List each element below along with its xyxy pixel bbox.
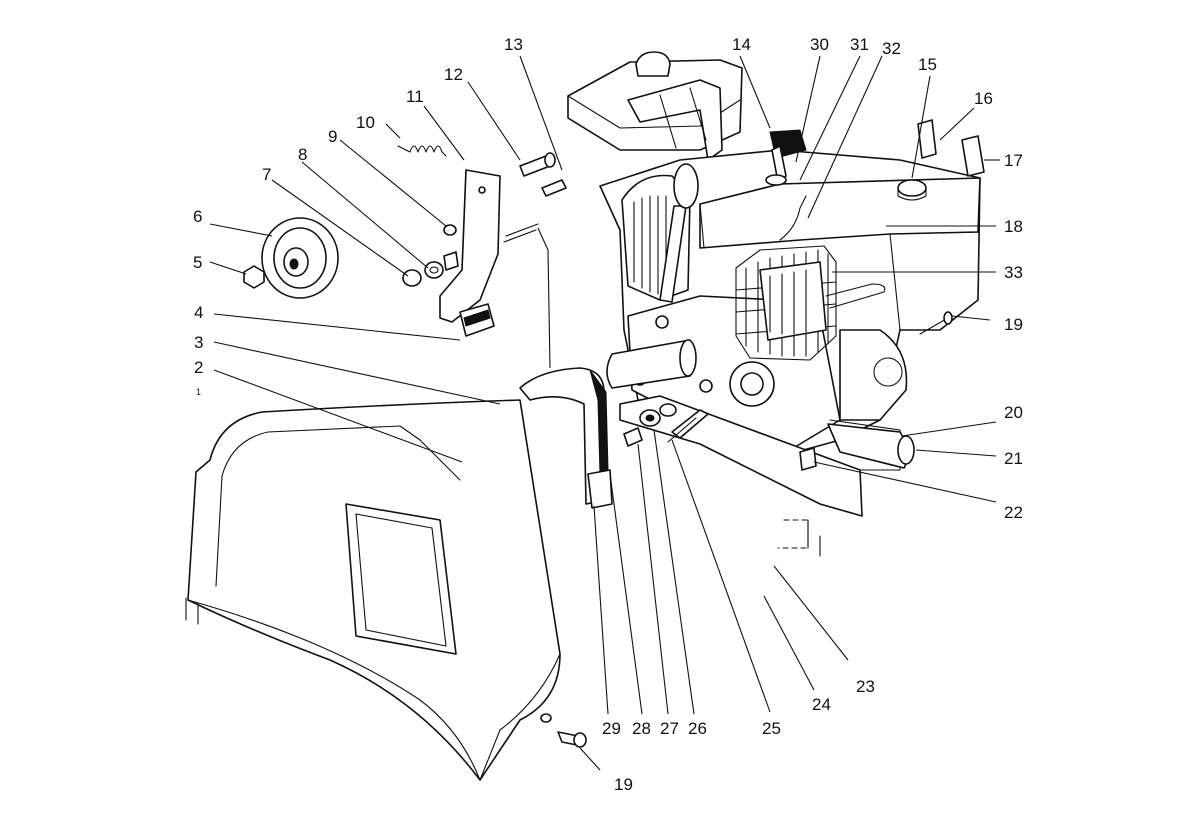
- callout-6: 6: [193, 207, 202, 226]
- callout-7: 7: [262, 165, 271, 184]
- bolt-19-bottom: [557, 731, 587, 748]
- callout-21: 21: [1004, 449, 1023, 468]
- callout-5: 5: [193, 253, 202, 272]
- callout-9: 9: [328, 127, 337, 146]
- pulley-assembly: [261, 217, 339, 299]
- callout-8: 8: [298, 145, 307, 164]
- callout-13: 13: [504, 35, 523, 54]
- callout-23: 23: [856, 677, 875, 696]
- callout-25: 25: [762, 719, 781, 738]
- callout-29: 29: [602, 719, 621, 738]
- callout-15: 15: [918, 55, 937, 74]
- decal-17: [961, 135, 985, 177]
- callout-18: 18: [1004, 217, 1023, 236]
- decal-16: [917, 119, 937, 159]
- callout-14: 14: [732, 35, 751, 54]
- engine-assembly: [567, 51, 981, 557]
- idler-bracket-11: [439, 169, 501, 337]
- callout-numbers: 1 2 3 4 5 6 7 8 9 10 11 12 13 14 30 31 3…: [193, 35, 1023, 794]
- callout-24: 24: [812, 695, 831, 714]
- spring-10: [397, 145, 447, 157]
- nut-5: [243, 265, 265, 289]
- callout-31: 31: [850, 35, 869, 54]
- callout-20: 20: [1004, 403, 1023, 422]
- bolts-12-13: [503, 152, 567, 243]
- pulley-guide-line: [537, 227, 551, 369]
- washer-7-8: [402, 261, 444, 287]
- callout-17: 17: [1004, 151, 1023, 170]
- belt-cover: [185, 399, 561, 781]
- shift-arm-parts: [623, 403, 709, 447]
- callout-27: 27: [660, 719, 679, 738]
- spacer-9: [443, 224, 457, 236]
- callout-16: 16: [974, 89, 993, 108]
- callout-33: 33: [1004, 263, 1023, 282]
- callout-19-right: 19: [1004, 315, 1023, 334]
- callout-22: 22: [1004, 503, 1023, 522]
- callout-4: 4: [194, 303, 203, 322]
- callout-19-bottom: 19: [614, 775, 633, 794]
- leader-lines: [209, 55, 1000, 771]
- callout-11: 11: [406, 87, 424, 106]
- callout-1: 1: [196, 387, 201, 397]
- callout-12: 12: [444, 65, 463, 84]
- callout-32: 32: [882, 39, 901, 58]
- callout-3: 3: [194, 333, 203, 352]
- callout-10: 10: [356, 113, 375, 132]
- callout-30: 30: [810, 35, 829, 54]
- callout-28: 28: [632, 719, 651, 738]
- callout-2: 2: [194, 358, 203, 377]
- drive-belt: [519, 367, 613, 509]
- callout-26: 26: [688, 719, 707, 738]
